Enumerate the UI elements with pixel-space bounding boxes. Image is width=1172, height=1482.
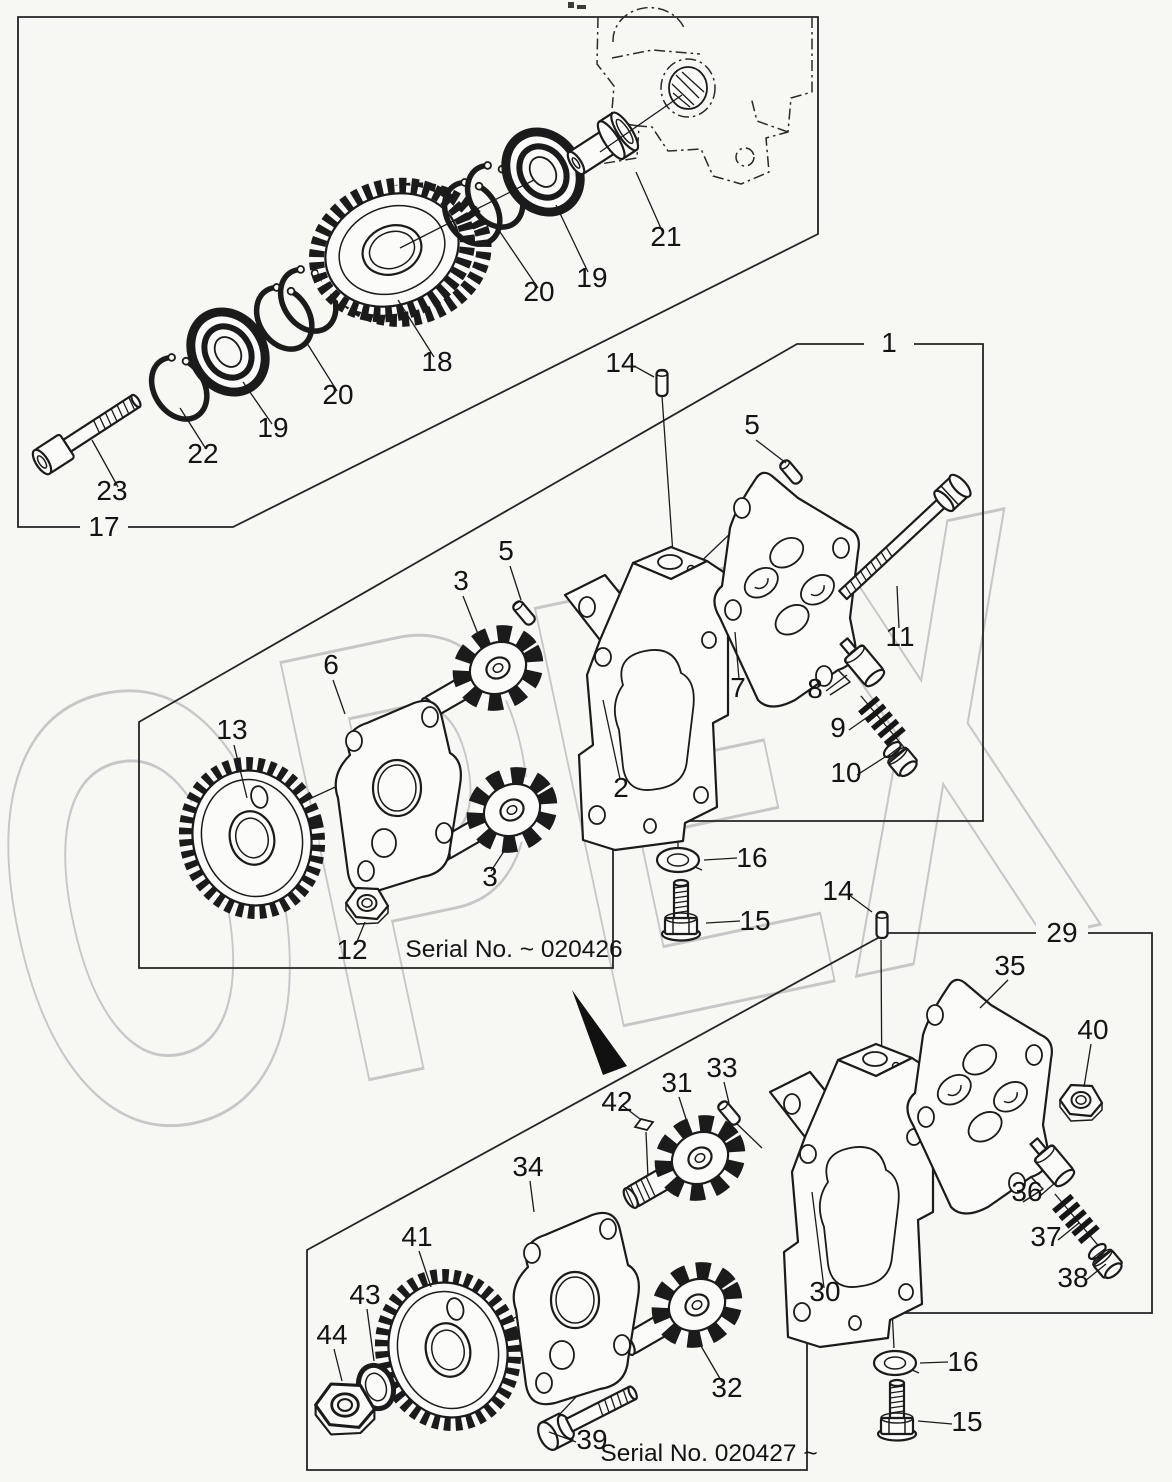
part-39-bolt (537, 1385, 638, 1451)
callout-15: 15 (739, 905, 770, 936)
callout-16: 16 (736, 842, 767, 873)
callout-8: 8 (807, 673, 823, 704)
callout-41: 41 (401, 1221, 432, 1252)
callout-19: 19 (257, 412, 288, 443)
callout-32: 32 (711, 1372, 742, 1403)
part-14-pin (655, 368, 669, 398)
callout-14: 14 (822, 875, 853, 906)
callout-21: 21 (650, 221, 681, 252)
callout-34: 34 (512, 1151, 543, 1182)
callout-20: 20 (322, 379, 353, 410)
callout-37: 37 (1030, 1221, 1061, 1252)
part-14-pin (875, 910, 889, 940)
callout-18: 18 (421, 346, 452, 377)
callout-16: 16 (947, 1346, 978, 1377)
callout-22: 22 (187, 438, 218, 469)
callout-11: 11 (885, 621, 914, 652)
callout-38: 38 (1057, 1262, 1088, 1293)
scan-artifact (568, 2, 586, 9)
callout-36: 36 (1011, 1176, 1042, 1207)
part-23-socket-screw (31, 393, 142, 476)
revision-arrow (572, 990, 627, 1075)
part-19-bearing (176, 298, 280, 407)
bore-hatching (671, 71, 705, 108)
part-40-nut (1058, 1083, 1104, 1123)
callout-14: 14 (605, 347, 636, 378)
box1-leaders (233, 365, 900, 945)
part-41-drive-gear (366, 1261, 530, 1438)
part-18-helical-gear (309, 177, 492, 327)
part-42-key (633, 1117, 655, 1132)
part-2-pump-housing (563, 545, 730, 852)
part-31-gear-rotor (610, 1110, 750, 1229)
callout-6: 6 (323, 649, 339, 680)
callout-19: 19 (576, 262, 607, 293)
box-1-group (138, 343, 984, 969)
part-16-lock-washer (872, 1349, 921, 1377)
label-gap-masks (80, 330, 1088, 948)
callout-35: 35 (994, 950, 1025, 981)
callout-3: 3 (453, 565, 469, 596)
callout-42: 42 (601, 1086, 632, 1117)
box29-leaders (333, 894, 1107, 1443)
callout-15: 15 (951, 1406, 982, 1437)
callout-23: 23 (96, 475, 127, 506)
callout-44: 44 (316, 1319, 347, 1350)
part-34-cover-plate (512, 1211, 640, 1406)
callout-2: 2 (613, 772, 629, 803)
callout-7: 7 (730, 672, 746, 703)
box17-leaders (91, 94, 683, 488)
callout-13: 13 (216, 714, 247, 745)
callout-10: 10 (830, 757, 861, 788)
callout-20: 20 (523, 276, 554, 307)
serial-label-late: Serial No. 020427 ~ (600, 1440, 817, 1467)
part-30-pump-housing (768, 1042, 935, 1349)
callout-31: 31 (661, 1067, 692, 1098)
callout-5: 5 (498, 535, 514, 566)
callout-3: 3 (482, 861, 498, 892)
callout-33: 33 (706, 1052, 737, 1083)
callout-12: 12 (336, 934, 367, 965)
engine-block-phantom (596, 6, 813, 185)
part-21-bushing (566, 111, 640, 176)
part-44-nut (314, 1382, 376, 1436)
box-17-group (17, 6, 819, 528)
callout-30: 30 (809, 1276, 840, 1307)
callout-43: 43 (349, 1279, 380, 1310)
callout-17: 17 (88, 511, 119, 542)
part-15-bolt (876, 1378, 918, 1442)
callout-40: 40 (1077, 1014, 1108, 1045)
callout-29: 29 (1046, 917, 1077, 948)
part-6-cover-plate (334, 699, 462, 894)
box-29-group (306, 894, 1153, 1471)
callout-9: 9 (830, 712, 846, 743)
part-11-bolt (838, 473, 972, 601)
serial-label-early: Serial No. ~ 020426 (405, 936, 622, 963)
part-12-nut (344, 886, 390, 926)
callout-39: 39 (576, 1424, 607, 1455)
callout-1: 1 (881, 327, 897, 358)
callout-5: 5 (744, 409, 760, 440)
